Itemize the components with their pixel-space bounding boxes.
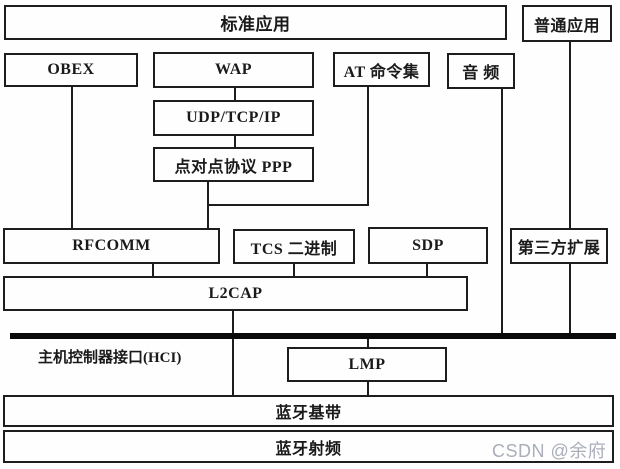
box-lmp: LMP [287, 347, 447, 382]
hci-label: 主机控制器接口(HCI) [38, 350, 182, 366]
connector-branch-horizontal [207, 204, 369, 206]
box-radio: 蓝牙射频 [3, 430, 614, 463]
box-third-party-extension: 第三方扩展 [510, 228, 608, 264]
connector-at-commands-branch [367, 86, 369, 206]
connector-common-apps-third-party [569, 42, 571, 228]
connector-rfcomm-l2cap [152, 264, 154, 276]
box-common-apps: 普通应用 [522, 5, 612, 42]
box-at-commands: AT 命令集 [333, 52, 430, 87]
box-baseband: 蓝牙基带 [3, 395, 614, 427]
box-tcs-binary: TCS 二进制 [233, 229, 355, 264]
connector-l2cap-baseband [232, 311, 234, 395]
watermark: CSDN @余府 [492, 441, 607, 461]
box-rfcomm: RFCOMM [3, 228, 220, 264]
box-standard-apps: 标准应用 [4, 5, 507, 40]
box-l2cap: L2CAP [3, 276, 468, 311]
box-wap: WAP [153, 52, 314, 88]
connector-udp-ppp [234, 136, 236, 147]
connector-obex-rfcomm [71, 87, 73, 228]
box-udp-tcp-ip: UDP/TCP/IP [153, 100, 314, 136]
hci-divider-line [10, 333, 616, 339]
connector-wap-udp [234, 88, 236, 100]
box-obex: OBEX [4, 53, 138, 87]
connector-hci-lmp [367, 339, 369, 347]
box-ppp: 点对点协议 PPP [153, 147, 314, 182]
box-audio: 音 频 [447, 53, 515, 89]
connector-third-party-hci [569, 264, 571, 336]
connector-tcs-l2cap [293, 264, 295, 276]
connector-audio-baseband [501, 88, 503, 336]
connector-lmp-baseband [367, 382, 369, 395]
connector-sdp-l2cap [426, 264, 428, 276]
box-sdp: SDP [368, 227, 488, 264]
